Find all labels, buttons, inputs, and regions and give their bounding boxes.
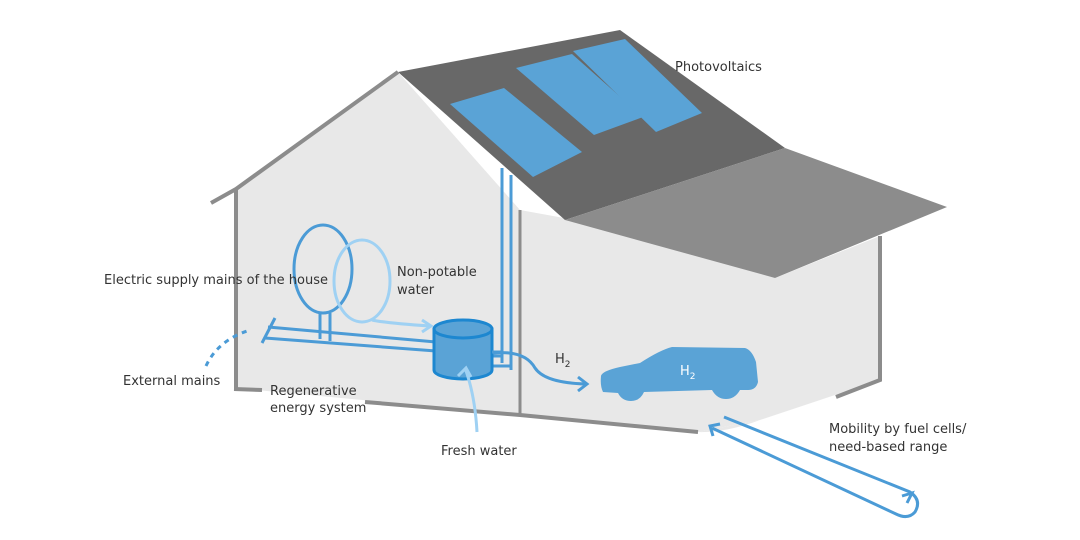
label-h2-car: H2 [680, 364, 696, 382]
label-h2-pipe: H2 [555, 352, 571, 370]
water-tank [432, 318, 494, 381]
garage-right-edge [835, 236, 882, 399]
solar-panel-1 [450, 88, 582, 177]
label-regenerative-line1: Regenerative [270, 384, 357, 399]
electric-supply-loop [292, 223, 354, 315]
fresh-water-arrow [463, 367, 479, 433]
label-electric-supply: Electric supply mains of the house [104, 273, 328, 288]
mains-connector [260, 317, 277, 344]
h2-pipe-arrow [492, 351, 587, 386]
h2-arrowhead [577, 375, 590, 393]
non-potable-arrowhead [421, 318, 434, 334]
h2-pipe-main: H [555, 352, 565, 367]
supply-rail-1 [267, 325, 437, 344]
solar-panel-2 [516, 54, 643, 135]
label-external-mains: External mains [123, 374, 221, 389]
label-mobility-line2: need-based range [829, 440, 948, 455]
garage-roof [565, 148, 947, 278]
non-potable-water-loop [332, 238, 392, 324]
label-mobility-line1: Mobility by fuel cells/ [829, 422, 967, 437]
h2-pipe-sub: 2 [564, 360, 571, 370]
h2-car-sub: 2 [689, 372, 696, 382]
mobility-loop [711, 415, 920, 519]
label-photovoltaics: Photovoltaics [675, 60, 762, 75]
supply-rail-2 [264, 336, 437, 353]
label-non-potable-line1: Non-potable [397, 265, 477, 280]
label-non-potable-line2: water [397, 283, 435, 298]
non-potable-water-arrow [371, 318, 431, 328]
mobility-arrowhead-out [901, 490, 915, 504]
h2-car-main: H [680, 364, 690, 379]
external-mains-dotted-line [204, 328, 251, 367]
fresh-water-arrowhead [456, 365, 473, 378]
floor-line [233, 387, 263, 392]
mobility-arrowhead-in [708, 422, 721, 437]
label-fresh-water: Fresh water [441, 444, 517, 459]
fuel-cell-car [600, 347, 758, 401]
label-regenerative-line2: energy system [270, 401, 367, 416]
solar-panel-3 [573, 39, 702, 132]
